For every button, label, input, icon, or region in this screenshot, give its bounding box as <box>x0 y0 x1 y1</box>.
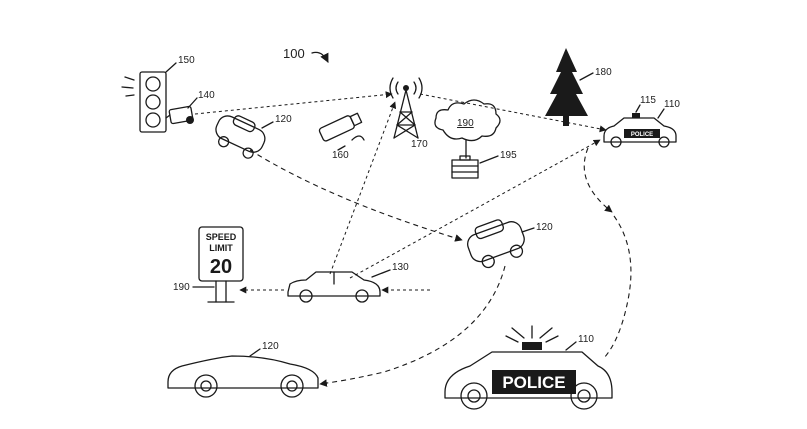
ref-police-small-device: 115 <box>640 95 656 106</box>
ref-server: 195 <box>500 150 517 161</box>
ref-tower: 170 <box>411 139 428 150</box>
police-car-small-icon: POLICE <box>603 113 677 148</box>
car-middle-icon <box>287 271 381 303</box>
tree-icon <box>545 48 588 126</box>
speed-limit-sign-icon: SPEED LIMIT 20 <box>198 226 244 303</box>
ref-car-tumbling: 120 <box>536 222 553 233</box>
ref-drone-camera: 160 <box>332 150 349 161</box>
car-icon <box>215 115 266 159</box>
ref-car-upper-left: 120 <box>275 114 292 125</box>
cell-tower-icon <box>389 77 423 139</box>
server-icon <box>451 155 479 179</box>
police-large-text: POLICE <box>502 373 565 392</box>
police-small-text: POLICE <box>631 132 653 138</box>
car-tumbling-icon <box>467 219 525 269</box>
car-bottom-icon <box>167 355 319 398</box>
ref-tree: 180 <box>595 67 612 78</box>
sign-line2: LIMIT <box>209 243 233 253</box>
traffic-light-icon <box>121 71 167 133</box>
figure-label-arrow <box>311 51 329 63</box>
drone-camera-icon <box>318 112 363 142</box>
ref-camera: 140 <box>198 90 215 101</box>
ref-car-bottom: 120 <box>262 341 279 352</box>
camera-icon <box>165 105 194 125</box>
figure-label: 100 <box>283 46 305 61</box>
police-car-large-icon: POLICE <box>444 325 613 410</box>
ref-police-large: 110 <box>578 334 594 345</box>
cloud-icon: 190 <box>434 99 501 142</box>
motion-paths <box>239 147 632 387</box>
ref-traffic-light: 150 <box>178 55 195 66</box>
sign-line1: SPEED <box>206 232 237 242</box>
sign-value: 20 <box>210 256 232 278</box>
ref-car-middle: 130 <box>392 262 409 273</box>
cloud-label: 190 <box>457 118 474 129</box>
communication-links <box>194 91 607 279</box>
ref-police-small: 110 <box>664 99 680 110</box>
ref-sign: 190 <box>173 282 190 293</box>
